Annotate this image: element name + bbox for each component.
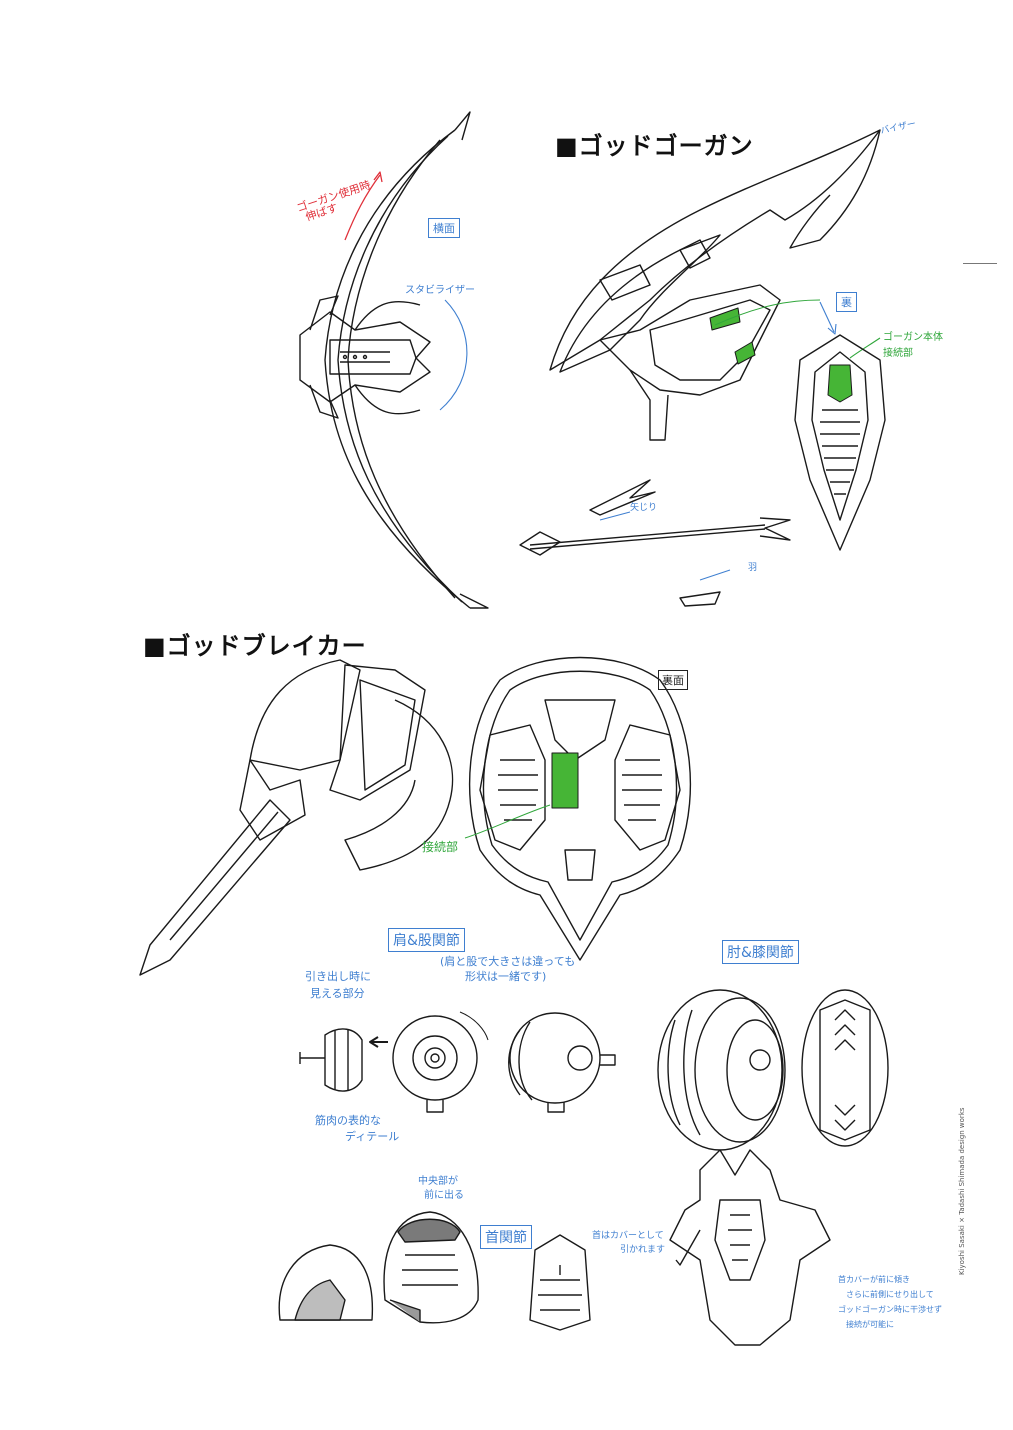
shoulder-hip-joint-parts (299, 1012, 616, 1113)
note-arrow-fletching: 羽 (748, 563, 758, 573)
god-gorgon-heading: ■ゴッドゴーガン (555, 132, 754, 160)
neck-joint-parts (278, 1211, 591, 1331)
note-shoulder-hip-sub-2: 形状は一緒です) (465, 970, 547, 983)
note-back-face: 裏面 (658, 670, 688, 690)
god-breaker-back-view (468, 656, 692, 961)
note-head-4: 接続が可能に (846, 1320, 894, 1329)
page-edge-mark (963, 263, 997, 264)
elbow-knee-joint-parts (657, 989, 889, 1151)
credit-vertical: Kiyoshi Sasaki × Tadashi Shimada design … (958, 1107, 966, 1275)
bow-side-view (299, 111, 489, 609)
god-gorgon-back-view (794, 334, 886, 551)
note-muscle-detail-1: 筋肉の表的な (315, 1114, 381, 1127)
note-side-view: 横面 (428, 218, 460, 238)
note-arrow-feather: 矢じり (630, 503, 658, 513)
note-gorgon-connection-2: 接続部 (883, 348, 913, 359)
god-gorgon-perspective (549, 129, 881, 441)
note-neck: 首関節 (480, 1225, 532, 1249)
note-head-1: 首カバーが前に傾き (838, 1275, 910, 1284)
arrow (519, 479, 791, 607)
note-pull-out-2: 見える部分 (310, 987, 365, 1000)
note-neck-note-1: 首はカバーとして (592, 1231, 664, 1241)
note-shoulder-hip: 肩&股関節 (388, 928, 465, 952)
head-with-neck-cover (669, 1149, 831, 1346)
note-muscle-detail-2: ディテール (345, 1130, 400, 1143)
note-head-3: ゴッドゴーガン時に干渉せず (838, 1305, 942, 1314)
note-breaker-connection: 接続部 (422, 840, 459, 854)
note-stabilizer: スタビライザー (405, 285, 475, 296)
god-breaker-heading: ■ゴッドブレイカー (143, 632, 367, 660)
note-middle-part-1: 中央部が (418, 1176, 458, 1187)
note-elbow-knee: 肘&膝関節 (722, 940, 799, 964)
note-gorgon-connection-1: ゴーガン本体 (883, 332, 943, 343)
note-back-view: 裏 (836, 292, 857, 312)
god-breaker-side-view (139, 659, 454, 976)
note-head-2: さらに前側にせり出して (846, 1290, 934, 1299)
note-neck-note-2: 引かれます (620, 1245, 666, 1255)
note-pull-out-1: 引き出し時に (305, 970, 371, 983)
note-shoulder-hip-sub-1: (肩と股で大きさは違っても (440, 955, 576, 968)
note-middle-part-2: 前に出る (424, 1190, 464, 1201)
